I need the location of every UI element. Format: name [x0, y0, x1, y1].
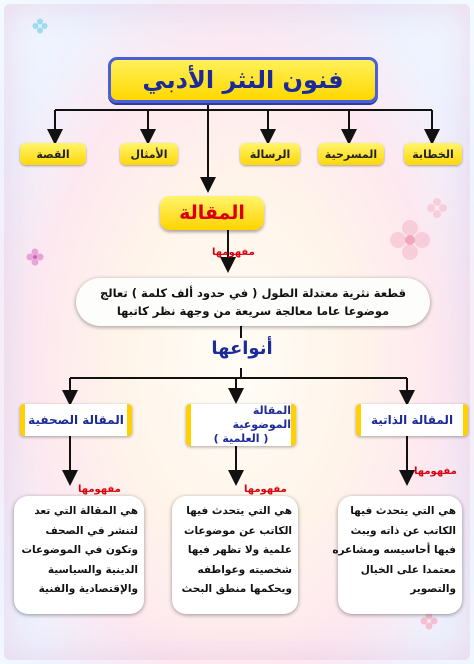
flower-icon: [32, 18, 48, 34]
desc-line: والإقتصادية والفنية: [38, 583, 138, 595]
desc-line: الكاتب عن موضوعات: [183, 524, 292, 537]
genre-tag-masrahiya: المسرحية: [318, 143, 384, 165]
type-title: المقالة الذاتية: [370, 413, 454, 427]
desc-line: لتنشر في الصحف: [45, 524, 138, 537]
genre-tag-qissa: القصة: [20, 143, 86, 165]
desc-line: هي التي يتحدث فيها: [186, 505, 292, 517]
type-concept-label: مفهومها: [414, 466, 457, 477]
type-box-suhufiya: المقالة الصحفية: [20, 404, 132, 436]
genre-tag-khitaba: الخطابة: [404, 143, 462, 165]
desc-line: علمية ولا تظهر فيها: [187, 544, 292, 556]
types-label: أنواعها: [211, 338, 273, 359]
maqala-concept-label: مفهومها: [212, 247, 255, 258]
type-title: المقالة الموضوعية: [232, 404, 291, 431]
type-box-dhatiya: المقالة الذاتية: [356, 404, 468, 436]
flower-icon: [26, 248, 44, 266]
desc-line: وتكون في الموضوعات: [21, 544, 139, 556]
desc-line: الكاتب عن ذاته ويبث: [350, 524, 456, 537]
type-concept-label: مفهومها: [78, 484, 121, 495]
type-box-mawduiya: المقالة الموضوعية ( العلمية ): [186, 404, 296, 446]
desc-line: فيها أحاسيسه ومشاعره: [332, 544, 456, 556]
main-title-box: فنون النثر الأدبي: [108, 57, 378, 103]
type-subtitle: ( العلمية ): [213, 432, 269, 445]
definition-line: موضوعا عاما معالجة سريعة من وجهة نظر كات…: [116, 304, 390, 318]
desc-line: معتمدا على الخيال: [360, 563, 456, 576]
desc-line: ويحكمها منطق البحث: [181, 583, 292, 595]
desc-box-dhatiya: هي التي يتحدث فيها الكاتب عن ذاته ويبث ف…: [332, 496, 462, 614]
desc-line: هي المقالة التي تعد: [34, 505, 138, 517]
definition-line: قطعة نثرية معتدلة الطول ( في حدود ألف كل…: [100, 286, 406, 300]
desc-box-suhufiya: هي المقالة التي تعد لتنشر في الصحف وتكون…: [14, 496, 144, 614]
maqala-definition-box: قطعة نثرية معتدلة الطول ( في حدود ألف كل…: [76, 278, 430, 326]
flower-icon: [420, 612, 438, 630]
type-title: المقالة الصحفية: [28, 413, 124, 427]
main-title: فنون النثر الأدبي: [142, 66, 344, 94]
desc-line: شخصيته وعواطفه: [197, 563, 292, 576]
type-concept-label: مفهومها: [244, 484, 287, 495]
desc-box-mawduiya: هي التي يتحدث فيها الكاتب عن موضوعات علم…: [172, 496, 298, 614]
genre-tag-amthal: الأمثال: [120, 143, 178, 165]
desc-line: الدينية والسياسية: [47, 563, 138, 576]
desc-line: والتصوير: [410, 583, 456, 595]
maqala-box: المقالة: [160, 196, 264, 230]
flower-icon: [427, 198, 447, 218]
flower-icon: [390, 220, 430, 260]
genre-tag-risala: الرسالة: [240, 143, 300, 165]
desc-line: هي التي يتحدث فيها: [350, 505, 456, 517]
